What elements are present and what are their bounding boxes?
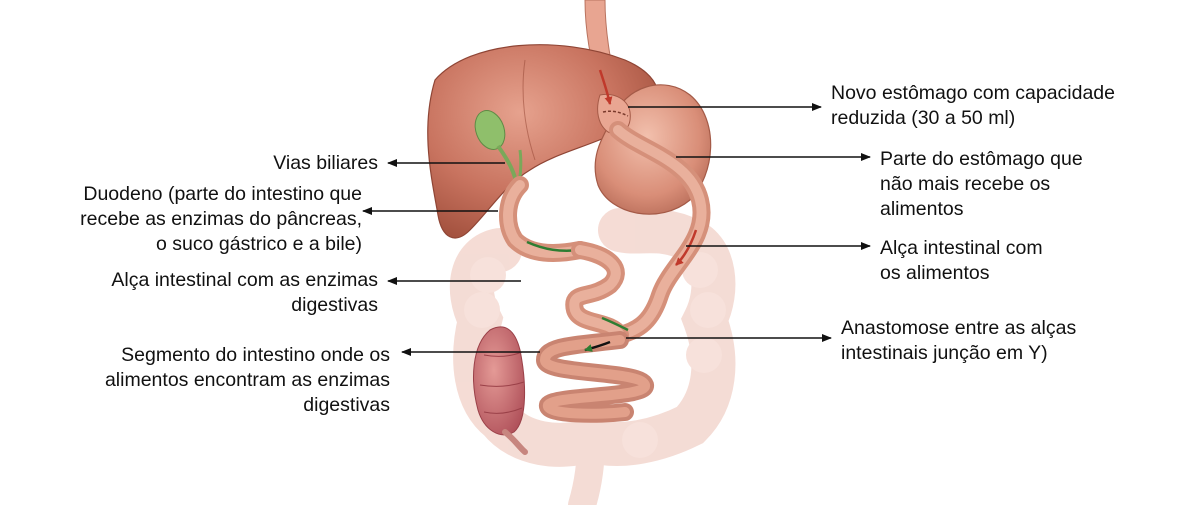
common-channel	[545, 340, 645, 414]
small-intestine-loops	[574, 250, 628, 335]
label-vias-biliares: Vias biliares	[200, 151, 378, 176]
label-segmento: Segmento do intestino onde os alimentos …	[20, 343, 390, 418]
label-parte-estomago: Parte do estômago que não mais recebe os…	[880, 147, 1170, 222]
label-novo-estomago: Novo estômago com capacidade reduzida (3…	[831, 81, 1176, 131]
label-anastomose: Anastomose entre as alças intestinais ju…	[841, 316, 1176, 366]
label-alca-enzimas: Alça intestinal com as enzimas digestiva…	[10, 268, 378, 318]
label-alca-alimentos: Alça intestinal com os alimentos	[880, 236, 1170, 286]
duodenum-and-biliary-limb	[508, 185, 580, 253]
label-duodeno: Duodeno (parte do intestino que recebe a…	[2, 182, 362, 257]
